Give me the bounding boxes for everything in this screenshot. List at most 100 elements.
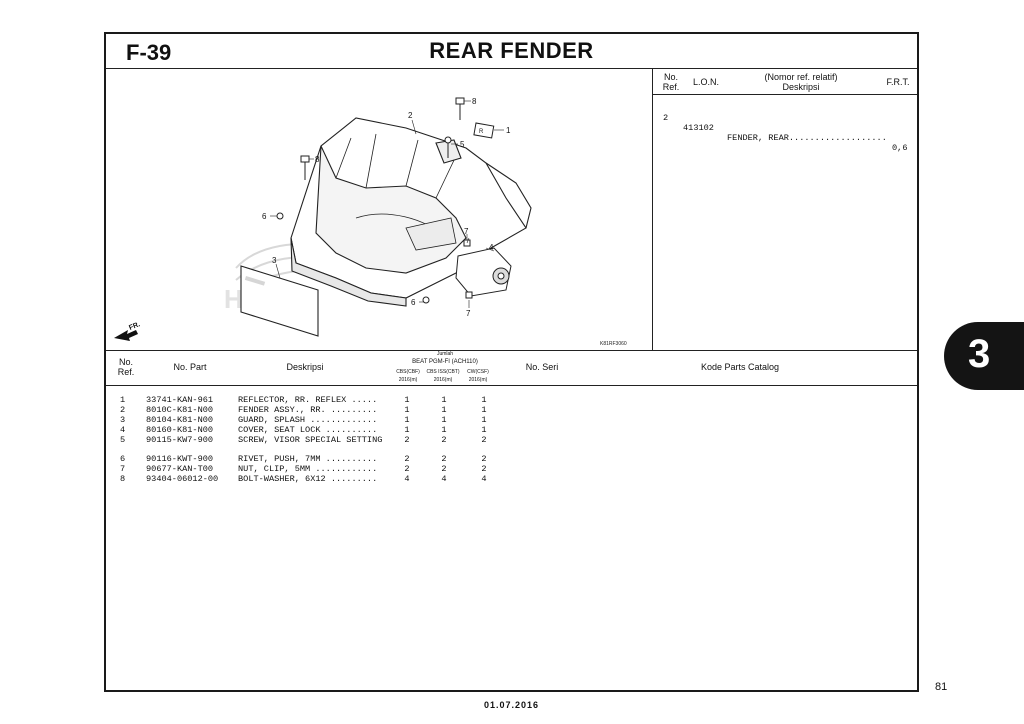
parts-header-model: BEAT PGM-FI (ACH110) bbox=[412, 359, 478, 365]
row-ref: 2 bbox=[120, 405, 126, 415]
parts-header-variant-1: CBS(CBF) bbox=[396, 369, 420, 375]
row-qty-1: 2 bbox=[404, 435, 410, 445]
leader-lines bbox=[270, 100, 504, 308]
lon-header-desc: Deskripsi bbox=[782, 82, 820, 92]
row-desc: NUT, CLIP, 5MM ............ bbox=[238, 464, 378, 474]
row-qty-3: 1 bbox=[481, 415, 487, 425]
row-qty-3: 2 bbox=[481, 464, 487, 474]
row-qty-2: 2 bbox=[441, 435, 447, 445]
callout-8b: 8 bbox=[315, 155, 320, 164]
row-ref: 6 bbox=[120, 454, 126, 464]
parts-header-variant-3: CW(CSF) bbox=[467, 369, 489, 375]
row-part: 80104-K81-N00 bbox=[146, 415, 214, 425]
parts-header-jumlah: Jumlah bbox=[436, 351, 454, 357]
parts-header-year-3: 2016(m) bbox=[468, 377, 488, 383]
table-row: 2 8010C-K81-N00 FENDER ASSY., RR. ......… bbox=[112, 405, 487, 415]
row-desc: GUARD, SPLASH ............. bbox=[238, 415, 378, 425]
lon-header-desc-top: (Nomor ref. relatif) bbox=[764, 72, 838, 82]
row-qty-1: 1 bbox=[404, 415, 410, 425]
lon-desc: FENDER, REAR................... bbox=[727, 133, 887, 143]
row-part: 8010C-K81-N00 bbox=[146, 405, 214, 415]
row-qty-1: 2 bbox=[404, 454, 410, 464]
row-qty-3: 1 bbox=[481, 425, 487, 435]
row-desc: COVER, SEAT LOCK .......... bbox=[238, 425, 378, 435]
lon-code: 413102 bbox=[683, 123, 714, 133]
table-row: 8 93404-06012-00 BOLT-WASHER, 6X12 .....… bbox=[112, 474, 487, 484]
row-ref: 4 bbox=[120, 425, 126, 435]
row-ref: 3 bbox=[120, 415, 126, 425]
row-qty-3: 1 bbox=[481, 405, 487, 415]
row-desc: RIVET, PUSH, 7MM .......... bbox=[238, 454, 378, 464]
parts-header-no-seri: No. Seri bbox=[525, 362, 559, 372]
callout-7b: 7 bbox=[466, 309, 471, 318]
print-date: 01.07.2016 bbox=[483, 700, 540, 710]
row-qty-1: 1 bbox=[404, 425, 410, 435]
callout-4: 4 bbox=[489, 243, 494, 252]
row-part: 93404-06012-00 bbox=[146, 474, 219, 484]
callout-labels: 8 1 2 5 8 6 3 7 4 6 7 bbox=[262, 97, 511, 318]
row-qty-1: 1 bbox=[404, 405, 410, 415]
row-part: 90116-KWT-900 bbox=[146, 454, 214, 464]
row-qty-1: 4 bbox=[404, 474, 410, 484]
row-ref: 5 bbox=[120, 435, 126, 445]
callout-3: 3 bbox=[272, 256, 277, 265]
parts-header-no-part: No. Part bbox=[173, 362, 207, 372]
row-qty-2: 1 bbox=[441, 405, 447, 415]
reflector: R bbox=[473, 122, 495, 139]
lon-header-divider bbox=[653, 94, 917, 95]
table-row: 3 80104-K81-N00 GUARD, SPLASH ..........… bbox=[112, 415, 487, 425]
row-qty-3: 2 bbox=[481, 435, 487, 445]
row-qty-3: 4 bbox=[481, 474, 487, 484]
parts-header-desc: Deskripsi bbox=[286, 362, 324, 372]
row-qty-2: 1 bbox=[441, 415, 447, 425]
row-ref: 7 bbox=[120, 464, 126, 474]
table-row: 6 90116-KWT-900 RIVET, PUSH, 7MM .......… bbox=[112, 454, 487, 464]
callout-7a: 7 bbox=[464, 227, 469, 236]
image-code: K81RF3060 bbox=[600, 341, 627, 347]
row-part: 80160-K81-N00 bbox=[146, 425, 214, 435]
row-qty-2: 2 bbox=[441, 454, 447, 464]
lon-row: 2 413102 FENDER, REAR...................… bbox=[657, 103, 907, 153]
table-row: 5 90115-KW7-900 SCREW, VISOR SPECIAL SET… bbox=[112, 435, 487, 445]
row-desc: BOLT-WASHER, 6X12 ......... bbox=[238, 474, 378, 484]
row-part: 90115-KW7-900 bbox=[146, 435, 214, 445]
lon-header-no-ref: No. Ref. bbox=[662, 72, 680, 92]
parts-header-year-1: 2016(m) bbox=[398, 377, 418, 383]
row-desc: SCREW, VISOR SPECIAL SETTING bbox=[238, 435, 383, 445]
section-tab-number: 3 bbox=[968, 332, 991, 376]
row-desc: FENDER ASSY., RR. ......... bbox=[238, 405, 378, 415]
parts-header-variant-2: CBS ISS(CBT) bbox=[426, 369, 460, 375]
title-divider bbox=[106, 68, 917, 69]
row-qty-1: 2 bbox=[404, 464, 410, 474]
row-desc: REFLECTOR, RR. REFLEX ..... bbox=[238, 395, 378, 405]
table-row: 7 90677-KAN-T00 NUT, CLIP, 5MM .........… bbox=[112, 464, 487, 474]
fender-body bbox=[290, 117, 532, 307]
lon-ref: 2 bbox=[663, 113, 669, 123]
parts-header-no-ref: No. Ref. bbox=[117, 357, 135, 377]
row-part: 33741-KAN-961 bbox=[146, 395, 214, 405]
row-ref: 1 bbox=[120, 395, 126, 405]
fr-label: FR. bbox=[128, 321, 141, 332]
callout-8a: 8 bbox=[472, 97, 477, 106]
lon-frt: 0,6 bbox=[892, 143, 908, 153]
page-code: F-39 bbox=[126, 40, 172, 65]
section-tab: 3 bbox=[944, 322, 1024, 390]
splash-guard bbox=[240, 265, 319, 337]
lon-divider bbox=[652, 68, 653, 350]
front-arrow-icon: FR. bbox=[114, 321, 141, 341]
svg-text:R: R bbox=[479, 129, 484, 135]
callout-6a: 6 bbox=[262, 212, 267, 221]
lon-header-lon: L.O.N. bbox=[692, 77, 719, 87]
row-qty-3: 2 bbox=[481, 454, 487, 464]
parts-header-kode: Kode Parts Catalog bbox=[700, 362, 780, 372]
lon-header-frt: F.R.T. bbox=[886, 77, 910, 87]
row-qty-1: 1 bbox=[404, 395, 410, 405]
row-qty-2: 1 bbox=[441, 395, 447, 405]
callout-6b: 6 bbox=[411, 298, 416, 307]
table-header-divider bbox=[106, 385, 917, 386]
callout-1: 1 bbox=[506, 126, 511, 135]
row-qty-2: 2 bbox=[441, 464, 447, 474]
seat-lock-cover bbox=[455, 247, 512, 297]
row-ref: 8 bbox=[120, 474, 126, 484]
row-qty-3: 1 bbox=[481, 395, 487, 405]
